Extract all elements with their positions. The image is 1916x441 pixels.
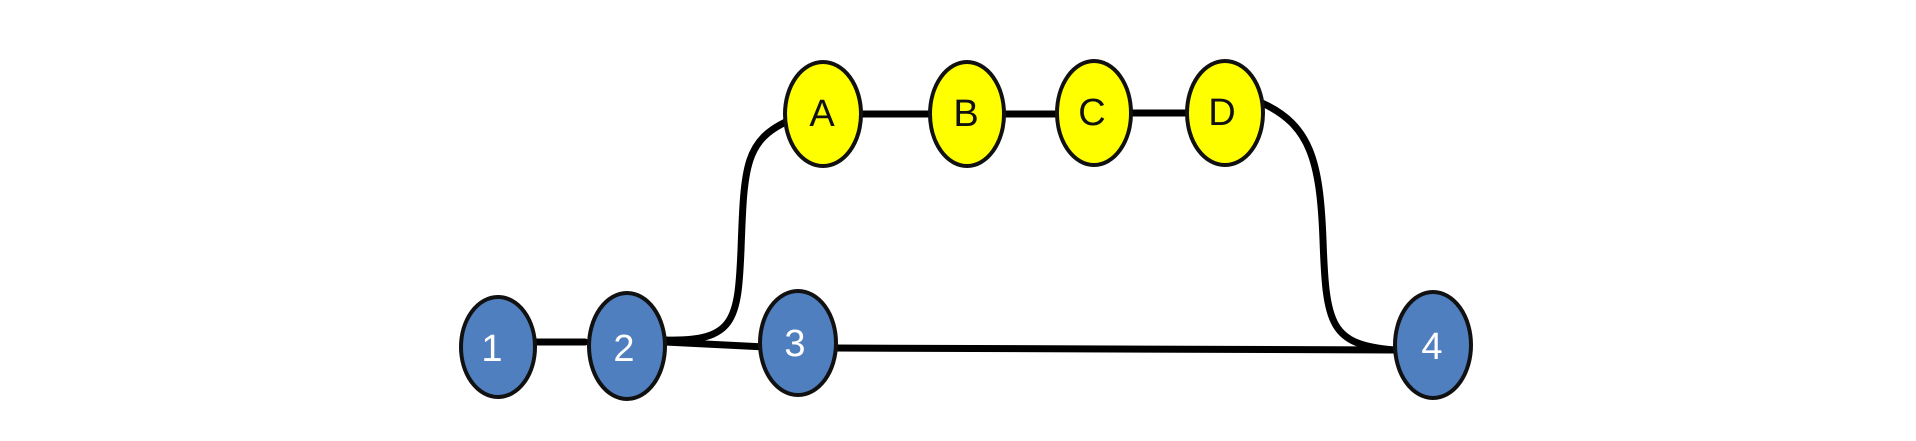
node-1: 1 [459,295,537,399]
node-3-circle [758,289,838,397]
edge-3-to-4 [831,344,1399,354]
node-a-label: A [809,93,835,135]
edges-layer [531,99,1399,354]
node-3-label: 3 [784,323,805,365]
edge-d-to-4 [1258,99,1399,354]
node-2-circle [587,291,667,401]
node-d-label: D [1208,92,1235,134]
node-3: 3 [758,289,838,397]
node-2-label: 2 [613,328,634,370]
node-2: 2 [587,291,667,401]
edge-2-to-a [661,116,794,344]
node-4: 4 [1393,290,1473,400]
node-c-label: C [1078,92,1105,134]
nodes-layer: 1 2 3 4 A B C D [459,59,1473,401]
node-d: D [1185,59,1265,167]
node-4-circle [1393,290,1473,400]
node-b: B [928,60,1006,168]
node-c-circle [1055,59,1133,167]
node-b-label: B [953,93,978,135]
node-b-circle [928,60,1006,168]
node-c: C [1055,59,1133,167]
node-a-circle [783,60,863,168]
node-d-circle [1185,59,1265,167]
node-1-circle [459,295,537,399]
node-4-label: 4 [1421,326,1442,368]
node-a: A [783,60,863,168]
node-1-label: 1 [481,328,502,370]
